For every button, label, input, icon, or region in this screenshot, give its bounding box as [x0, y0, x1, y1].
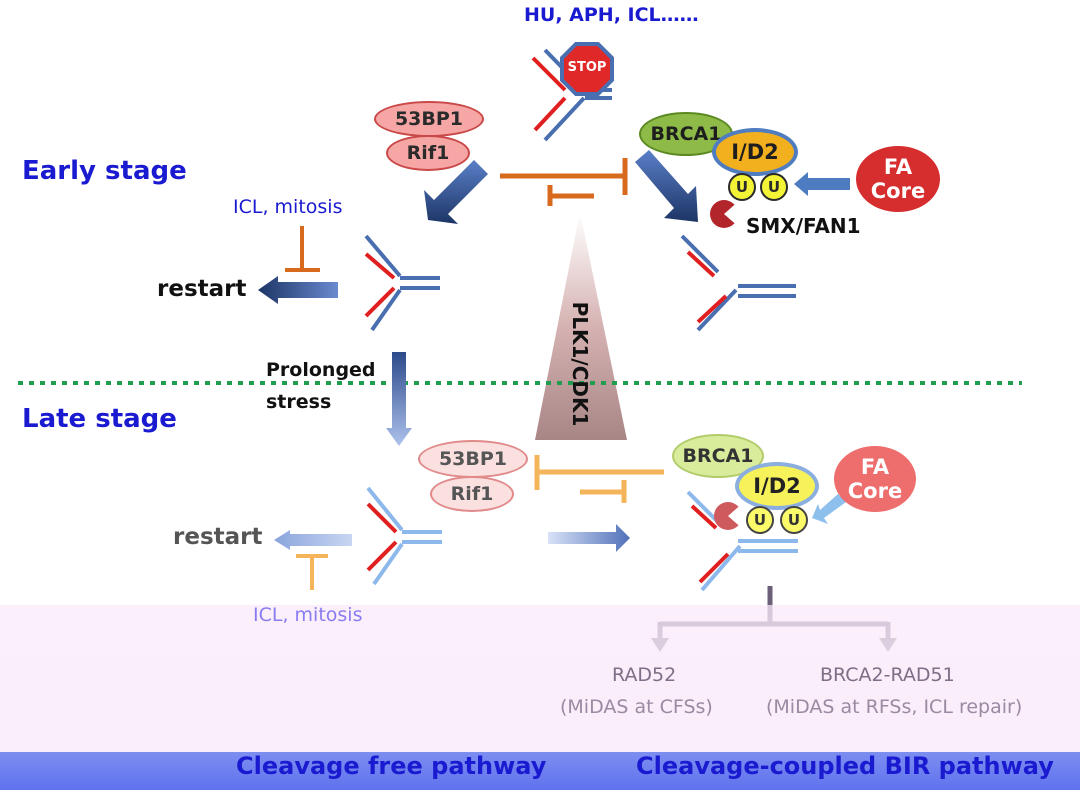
early-rif1-pill: Rif1 [386, 135, 470, 171]
outcome-rad52-sub: (MiDAS at CFSs) [560, 696, 713, 718]
early-restart-arrow [258, 276, 338, 304]
stop-sign [560, 42, 614, 96]
late-fa-core-line1: FA [860, 455, 890, 479]
early-fork-left [364, 234, 440, 332]
late-fa-core-arrow [812, 494, 846, 524]
early-id2-pill: I/D2 [712, 128, 798, 176]
late-arrow-right [548, 524, 630, 552]
late-nuclease-icon [714, 502, 744, 530]
early-fa-core-line1: FA [883, 155, 913, 179]
early-inhibitor-label: ICL, mitosis [233, 196, 343, 218]
early-53bp1-pill: 53BP1 [374, 101, 484, 137]
early-fork-right [680, 234, 796, 332]
late-inhibit-53bp1 [580, 480, 627, 503]
prolonged-line2: stress [266, 391, 332, 413]
late-fa-core-line2: Core [847, 479, 903, 503]
early-arrow-left-branch [424, 160, 488, 224]
early-stage-label: Early stage [22, 156, 187, 186]
top-agents-label: HU, APH, ICL…… [524, 4, 699, 26]
late-fork-left [366, 486, 442, 586]
late-fa-core: FA Core [834, 446, 916, 512]
early-ub-2: U [760, 173, 788, 201]
early-ub-1: U [728, 173, 756, 201]
prolonged-line1: Prolonged [266, 359, 376, 381]
early-restart-label: restart [157, 276, 247, 302]
late-id2-pill: I/D2 [735, 462, 819, 510]
early-fa-core-arrow [794, 172, 850, 196]
early-fa-core: FA Core [856, 146, 940, 212]
early-nuclease-icon [710, 200, 740, 228]
early-arrow-right-branch [635, 150, 698, 222]
late-ub-1: U [746, 506, 774, 534]
outcome-brca2-sub: (MiDAS at RFSs, ICL repair) [766, 696, 1023, 718]
late-stage-label: Late stage [22, 404, 177, 434]
pathway-right-label: Cleavage-coupled BIR pathway [636, 752, 1054, 780]
early-inhibit-cleavage [500, 158, 628, 195]
late-53bp1-pill: 53BP1 [418, 440, 528, 478]
pathway-left-label: Cleavage free pathway [236, 752, 547, 780]
stop-sign-label: STOP [567, 60, 607, 75]
late-rif1-pill: Rif1 [430, 476, 514, 512]
late-inhibit-restart [296, 554, 328, 590]
early-fa-core-line2: Core [870, 179, 926, 203]
late-inhibitor-label: ICL, mitosis [253, 604, 363, 626]
early-nuclease-label: SMX/FAN1 [746, 214, 861, 238]
outcome-rad52: RAD52 [612, 664, 677, 686]
prolonged-stress-arrow [386, 352, 412, 446]
pathway-band [0, 752, 1080, 790]
kinase-label: PLK1/CDK1 [568, 301, 592, 427]
prolonged-stress-label: Prolonged stress [266, 354, 376, 418]
late-inhibit-cleavage [534, 455, 664, 490]
late-restart-label: restart [173, 524, 263, 550]
outcome-brca2-rad51: BRCA2-RAD51 [820, 664, 955, 686]
late-ub-2: U [780, 506, 808, 534]
early-inhibit-53bp1 [547, 185, 594, 206]
late-restart-arrow [274, 530, 352, 550]
early-inhibit-restart [285, 226, 320, 272]
